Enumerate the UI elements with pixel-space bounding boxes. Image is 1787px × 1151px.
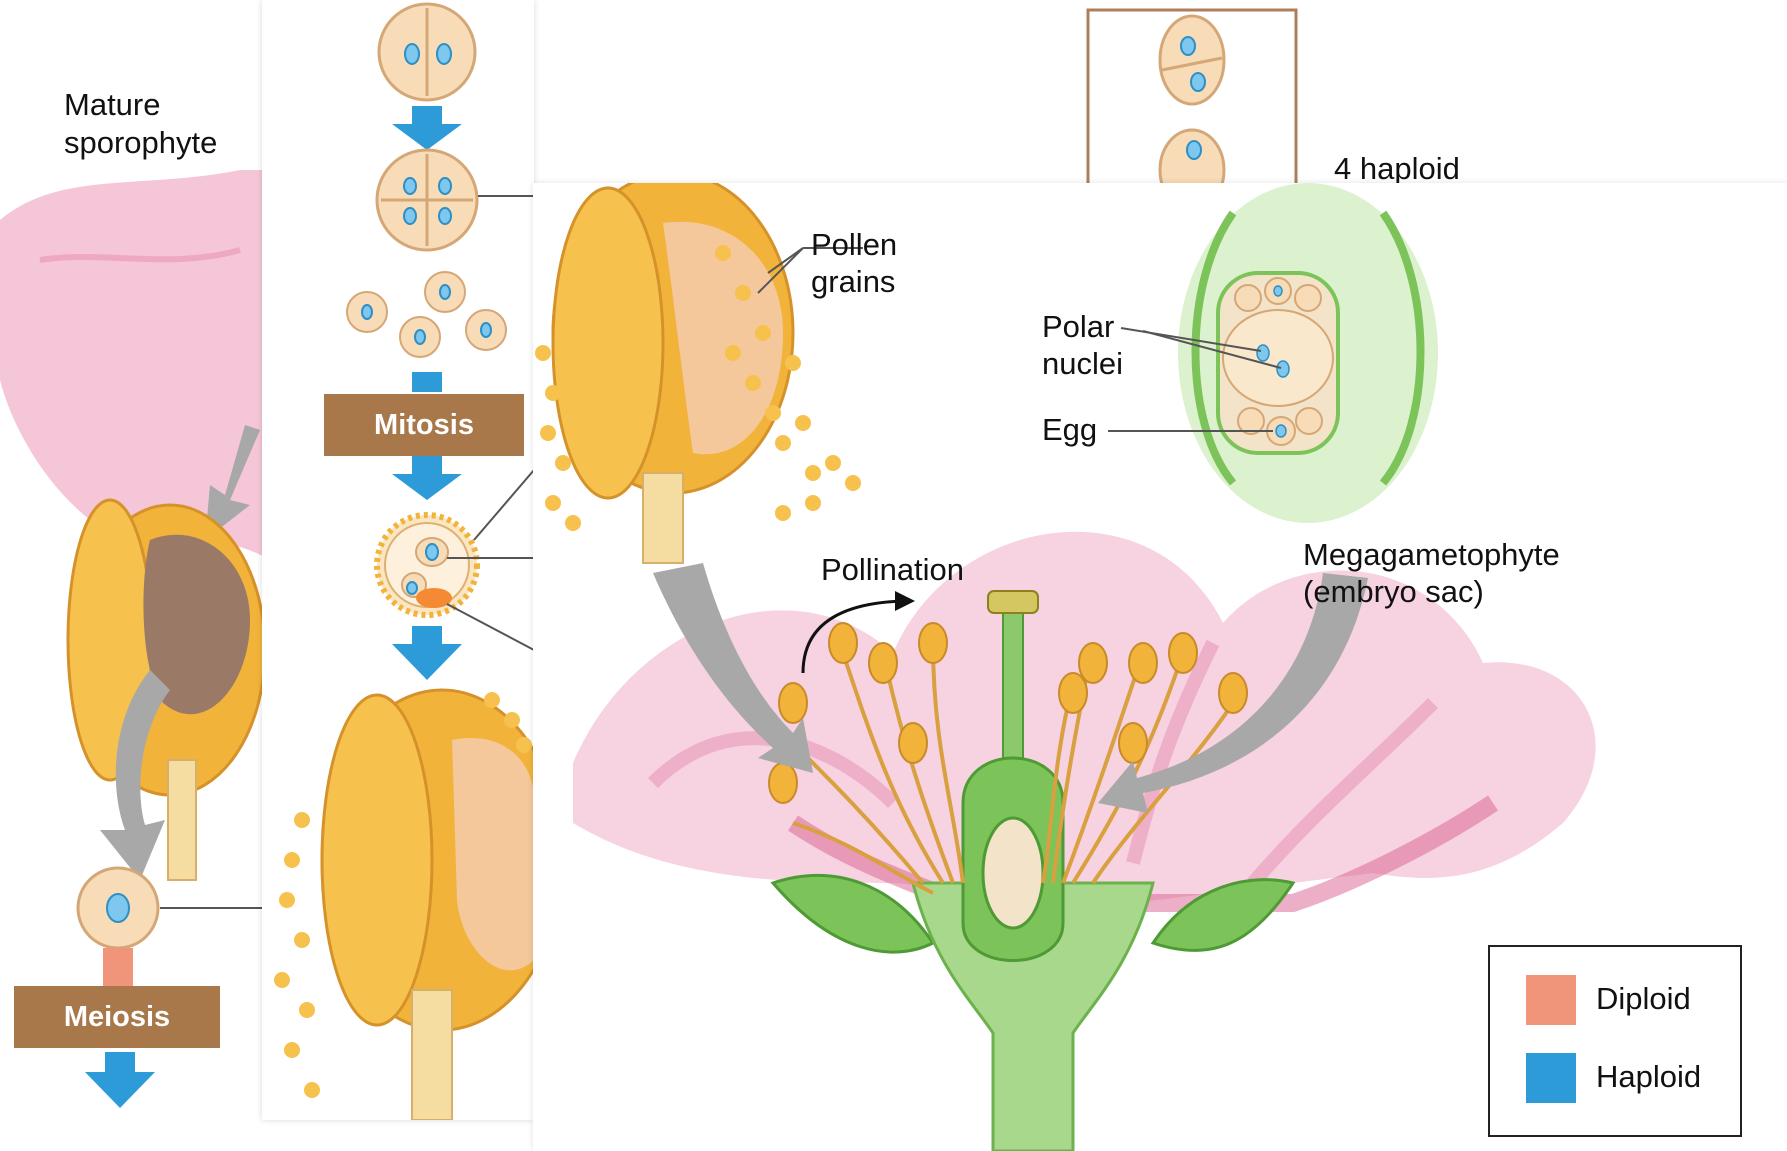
label-pollination: Pollination xyxy=(821,551,964,589)
legend-label-diploid: Diploid xyxy=(1596,981,1691,1017)
flow-arrow-2 xyxy=(392,456,462,500)
panel-sporophyte: Mature sporophyte Meiosis xyxy=(0,0,270,1151)
middle-illustration xyxy=(262,0,534,1120)
left-illustration xyxy=(0,0,270,1151)
legend-swatch-diploid xyxy=(1526,975,1576,1025)
microspores xyxy=(347,272,506,357)
label-mature: Mature xyxy=(64,86,160,124)
panel-megaspores: 4 haploid xyxy=(1086,0,1786,190)
mitosis-label: Mitosis xyxy=(324,394,524,456)
label-sporophyte: sporophyte xyxy=(64,124,217,162)
dyad-cell xyxy=(379,4,475,100)
label-embryo-sac: (embryo sac) xyxy=(1303,573,1484,611)
flow-arrow-down xyxy=(85,1052,155,1108)
embryo-sac xyxy=(1178,183,1438,523)
legend: Diploid Haploid xyxy=(1488,945,1742,1137)
legend-label-haploid: Haploid xyxy=(1596,1059,1701,1095)
label-polar: Polar xyxy=(1042,308,1114,346)
label-nuclei: nuclei xyxy=(1042,345,1123,383)
flow-arrow-1 xyxy=(392,106,462,150)
label-grains: grains xyxy=(811,263,895,301)
panel-flower: Pollen grains Polar nuclei Egg Pollinati… xyxy=(533,183,1787,1151)
tetrad-cell xyxy=(377,150,477,250)
anther-with-pollen xyxy=(274,690,534,1120)
label-egg: Egg xyxy=(1042,411,1097,449)
label-megagametophyte: Megagametophyte xyxy=(1303,536,1560,574)
panel-microgametophyte: Mitosis xyxy=(262,0,534,1120)
label-pollen: Pollen xyxy=(811,226,897,264)
legend-swatch-haploid xyxy=(1526,1053,1576,1103)
diploid-bar xyxy=(103,948,133,988)
flow-arrow-3 xyxy=(392,626,462,680)
meiosis-label: Meiosis xyxy=(14,986,220,1048)
pollen-grain-mature xyxy=(377,515,477,615)
